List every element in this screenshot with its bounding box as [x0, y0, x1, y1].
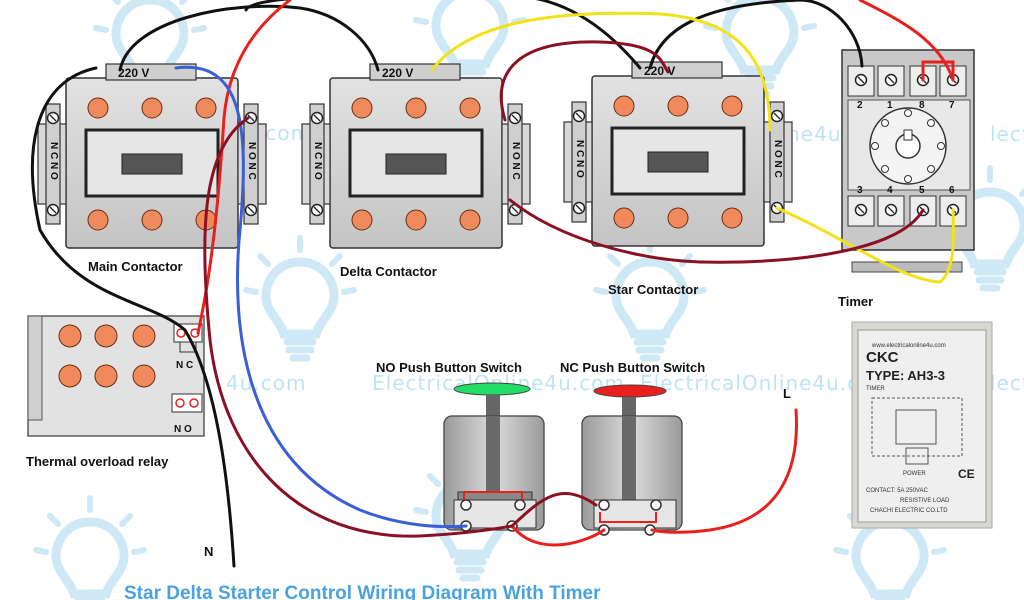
timer-photo-power: POWER [903, 471, 926, 477]
wire-black-top-3 [648, 0, 864, 70]
delta-contactor-label: Delta Contactor [340, 264, 437, 279]
timer-photo-ce: CE [958, 467, 975, 481]
nc-push-button-switch [581, 384, 683, 536]
diagram-title: Star Delta Starter Control Wiring Diagra… [124, 583, 601, 600]
wire-maroon-3 [203, 116, 514, 538]
timer-photo-url: www.electricalonline4u.com [871, 343, 946, 349]
wire-maroon-1 [499, 40, 670, 122]
watermark-6: lectr [990, 122, 1024, 146]
wire-red-main [196, 0, 292, 335]
neutral-label: N [204, 544, 213, 559]
delta-contactor-coil-label: 220 V [382, 66, 413, 80]
delta-contactor: 220 V N C N O N O N C [302, 64, 530, 248]
wires [30, 0, 955, 568]
timer-pin-2: 2 [857, 100, 863, 111]
watermark-1: .com [258, 121, 311, 145]
wire-black-neutral [30, 66, 236, 568]
star-contactor: 220 V N C N O N O N C [564, 62, 792, 246]
timer-pin-8: 8 [919, 100, 925, 111]
wire-black-top-1 [118, 4, 380, 72]
wire-maroon-4 [510, 492, 598, 528]
star-contactor-coil-label: 220 V [644, 64, 675, 78]
timer-photo-maker: CHACHI ELECTRIC CO.LTD [870, 508, 948, 514]
nc-button-cap[interactable] [593, 384, 667, 398]
timer-photo-load: RESISTIVE LOAD [900, 498, 950, 504]
timer-pin-7: 7 [949, 100, 955, 111]
main-contactor: 220 V N C N O N O N C [38, 64, 266, 248]
watermark-4: ElectricalOnline4u.com [640, 371, 893, 395]
timer-label: Timer [838, 294, 873, 309]
wire-blue [174, 65, 468, 529]
main-contactor-left-contacts: N C N O [48, 142, 59, 180]
no-push-button-switch [443, 382, 545, 532]
wire-yellow-1 [430, 11, 772, 132]
star-contactor-left-contacts: N C N O [574, 140, 585, 178]
timer-pin-4: 4 [887, 185, 893, 196]
timer-pin-1: 1 [887, 100, 893, 111]
wire-red-timer-link [921, 60, 955, 82]
wire-yellow-2 [775, 206, 955, 284]
delta-contactor-left-contacts: N C N O [312, 142, 323, 180]
watermark-2: 4u.com [226, 371, 306, 395]
wire-red-timer [858, 0, 955, 82]
wire-maroon-2 [508, 198, 925, 264]
main-contactor-right-contacts: N O N C [246, 142, 257, 180]
timer-photo: www.electricalonline4u.com CKC TYPE: AH3… [851, 321, 993, 529]
relay-no-label: N O [174, 424, 192, 435]
main-contactor-coil-label: 220 V [118, 66, 149, 80]
timer-pin-5: 5 [919, 185, 925, 196]
timer-pin-3: 3 [857, 185, 863, 196]
relay-nc-label: N C [176, 360, 193, 371]
line-label: L [783, 386, 791, 401]
nc-button-label: NC Push Button Switch [560, 360, 705, 375]
delta-contactor-right-contacts: N O N C [510, 142, 521, 180]
wire-red-l [650, 408, 798, 534]
no-button-label: NO Push Button Switch [376, 360, 522, 375]
timer-pin-6: 6 [949, 185, 955, 196]
thermal-overload-relay: N C N O [27, 315, 205, 437]
timer-photo-type: TYPE: AH3-3 [866, 368, 945, 383]
star-contactor-right-contacts: N O N C [772, 140, 783, 178]
timer-photo-brand: CKC [866, 349, 899, 366]
timer-photo-contact: CONTACT: 5A 250VAC [866, 488, 928, 494]
timer-photo-sub: TIMER [866, 386, 885, 392]
wire-red-link [510, 524, 606, 547]
no-button-cap[interactable] [453, 382, 531, 396]
main-contactor-label: Main Contactor [88, 259, 183, 274]
wire-black-top-2 [244, 0, 642, 70]
watermark-7: lectr [990, 371, 1024, 395]
relay-label: Thermal overload relay [26, 454, 169, 469]
star-contactor-label: Star Contactor [608, 282, 698, 297]
